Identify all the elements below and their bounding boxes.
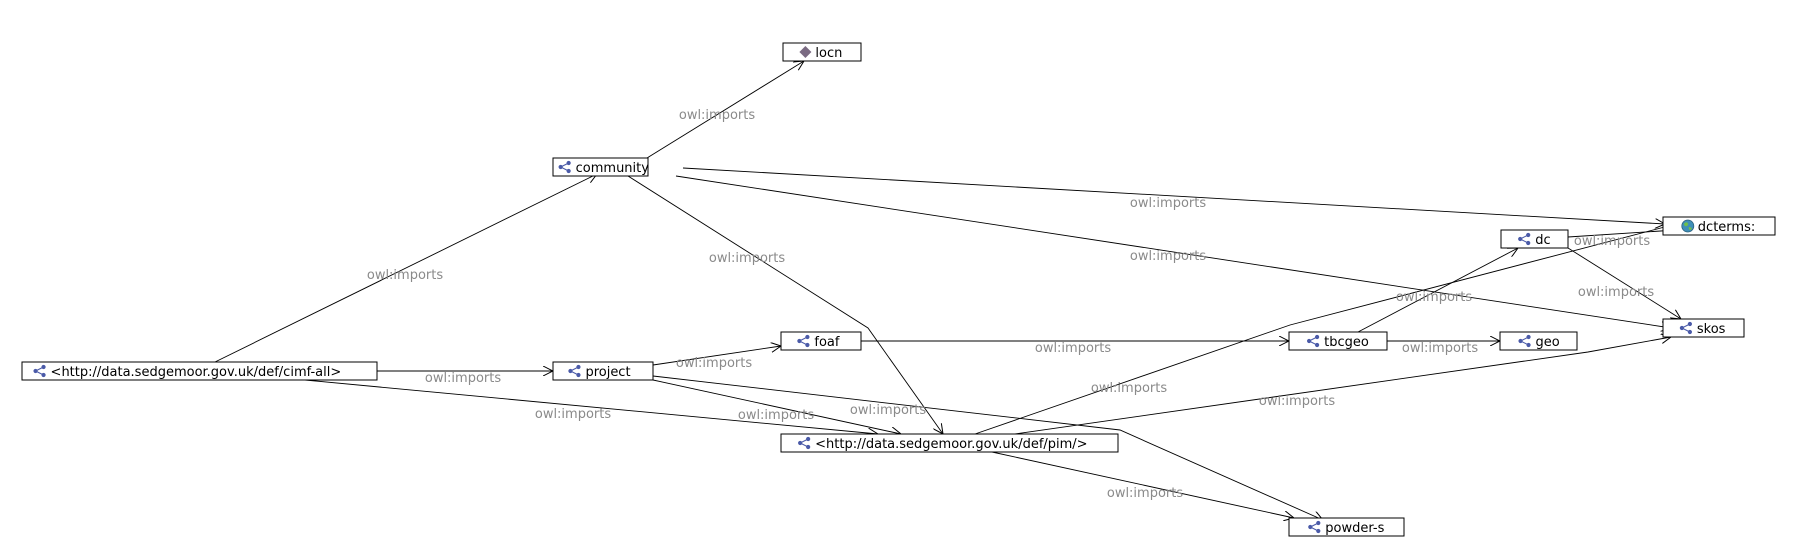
edge-label-community-to-skos: owl:imports [1130,249,1207,264]
node-foaf[interactable]: foaf [780,331,862,351]
edge-label-project-to-foaf: owl:imports [676,356,753,371]
edge-label-community-to-pim: owl:imports [709,251,786,266]
edge-label-pim-to-powder_s: owl:imports [1107,486,1184,501]
node-pim[interactable]: <http://data.sedgemoor.gov.uk/def/pim/> [780,433,1119,453]
edge-community-to-pim [627,175,943,434]
node-box [1662,318,1745,338]
edge-pim-to-dcterms [974,224,1676,435]
edge-pim-to-powder_s [991,451,1294,518]
node-box [1500,229,1569,249]
node-locn[interactable]: locn [782,42,862,62]
ontology-icon [1518,232,1531,246]
node-label: project [585,365,630,380]
node-box [780,433,1119,453]
ontology-icon [797,334,810,348]
edge-label-project-to-powder_s: owl:imports [850,403,927,418]
node-layer: locn community dcterms: dc skos foaf tbcgeo geo… [21,42,1776,537]
node-label: skos [1697,322,1726,337]
node-box [780,331,862,351]
node-label: powder-s [1325,521,1384,536]
ontology-icon [798,436,811,450]
node-powder_s[interactable]: powder-s [1288,517,1405,537]
node-community[interactable]: community [552,157,650,177]
ontology-icon [33,364,46,378]
node-label: tbcgeo [1324,335,1369,350]
edge-label-layer: owl:imports owl:imports owl:imports owl:imp… [367,108,1655,501]
ontology-icon [1518,334,1531,348]
edge-community-to-dcterms [682,167,1665,224]
node-box [1288,331,1388,351]
edge-dc-to-dcterms [1567,230,1676,238]
node-dc[interactable]: dc [1500,229,1569,249]
node-project[interactable]: project [552,361,654,381]
node-box [21,361,378,381]
ontology-icon [568,364,581,378]
edge-project-to-pim [652,379,901,434]
edge-label-cimf_all-to-project: owl:imports [425,371,502,386]
node-box [552,157,649,177]
edge-cimf_all-to-pim [304,379,878,434]
edge-community-to-skos [675,175,1671,328]
edge-tbcgeo-to-dc [1357,248,1518,333]
edge-dc-to-skos [1567,247,1681,319]
node-box [782,42,862,62]
node-label: community [576,161,650,176]
edge-pim-to-skos [1014,337,1671,435]
node-label: foaf [814,335,839,350]
edge-label-cimf_all-to-community: owl:imports [367,268,444,283]
ontology-icon [1308,520,1321,534]
node-label: <http://data.sedgemoor.gov.uk/def/pim/> [815,437,1087,452]
edge-project-to-powder_s [652,375,1323,520]
edge-label-dc-to-dcterms: owl:imports [1574,234,1651,249]
edge-label-project-to-pim: owl:imports [738,408,815,423]
diamond-icon [799,46,812,58]
node-tbcgeo[interactable]: tbcgeo [1288,331,1388,351]
node-label: geo [1536,335,1560,350]
ontology-icon [558,160,571,174]
node-label: locn [815,46,842,61]
node-label: dcterms: [1698,220,1755,235]
edge-cimf_all-to-community [214,174,597,363]
edge-label-tbcgeo-to-dc: owl:imports [1396,290,1473,305]
edge-community-to-locn [646,61,804,159]
edge-label-tbcgeo-to-geo: owl:imports [1402,341,1479,356]
node-label: <http://data.sedgemoor.gov.uk/def/cimf-a… [51,365,342,380]
edge-label-dc-to-skos: owl:imports [1578,285,1655,300]
edge-label-community-to-dcterms: owl:imports [1130,196,1207,211]
edge-project-to-foaf [652,346,781,366]
edge-label-pim-to-dcterms: owl:imports [1091,381,1168,396]
edge-label-cimf_all-to-pim: owl:imports [535,407,612,422]
node-label: dc [1535,233,1550,248]
node-box [1499,331,1578,351]
node-skos[interactable]: skos [1662,318,1745,338]
node-dcterms[interactable]: dcterms: [1662,216,1776,236]
edge-label-foaf-to-tbcgeo: owl:imports [1035,341,1112,356]
globe-icon [1681,219,1695,233]
node-geo[interactable]: geo [1499,331,1578,351]
edge-label-pim-to-skos: owl:imports [1259,394,1336,409]
edge-layer [214,61,1681,520]
ontology-icon [1307,334,1320,348]
ontology-icon [1679,321,1692,335]
node-cimf_all[interactable]: <http://data.sedgemoor.gov.uk/def/cimf-a… [21,361,378,381]
edge-label-community-to-locn: owl:imports [679,108,756,123]
